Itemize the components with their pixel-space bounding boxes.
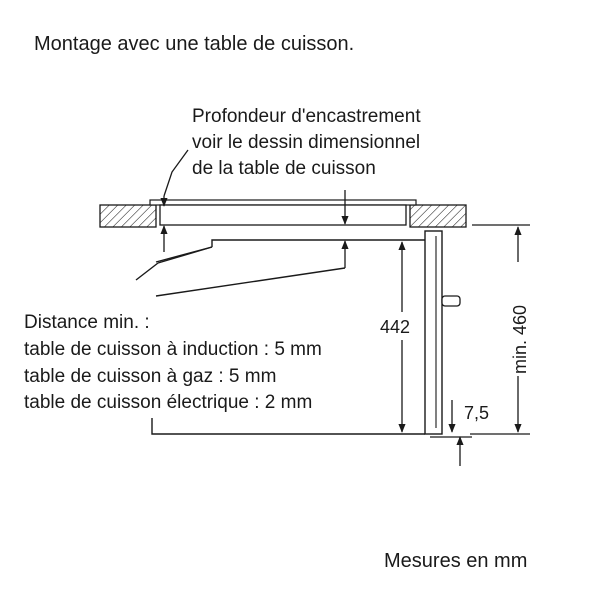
dim-442-label: 442 <box>380 317 410 337</box>
depth-note-line-2: voir le dessin dimensionnel <box>192 132 420 153</box>
dim-7-5-label: 7,5 <box>464 403 489 423</box>
oven-bottom-slope <box>155 267 346 297</box>
cooktop-body <box>159 204 407 226</box>
dim-460-label: min. 460 <box>510 305 530 374</box>
distance-item-electric: table de cuisson électrique : 2 mm <box>24 392 312 413</box>
cooktop-glass <box>149 199 417 206</box>
depth-note-line-1: Profondeur d'encastrement <box>192 106 421 127</box>
units-note: Mesures en mm <box>384 550 527 572</box>
depth-note-line-3: de la table de cuisson <box>192 158 376 179</box>
page-title: Montage avec une table de cuisson. <box>34 33 354 55</box>
oven-top-edge <box>211 239 425 247</box>
oven-back-foot <box>151 418 425 435</box>
oven-knob <box>441 295 461 307</box>
distance-item-gas: table de cuisson à gaz : 5 mm <box>24 366 276 387</box>
worktop-right <box>409 204 467 228</box>
distance-heading: Distance min. : <box>24 312 150 333</box>
depth-leader-line <box>163 149 189 197</box>
oven-front-panel <box>424 230 443 435</box>
oven-hood-return <box>157 246 213 264</box>
worktop-left <box>99 204 157 228</box>
distance-item-induction: table de cuisson à induction : 5 mm <box>24 339 322 360</box>
oven-hood <box>135 262 159 281</box>
